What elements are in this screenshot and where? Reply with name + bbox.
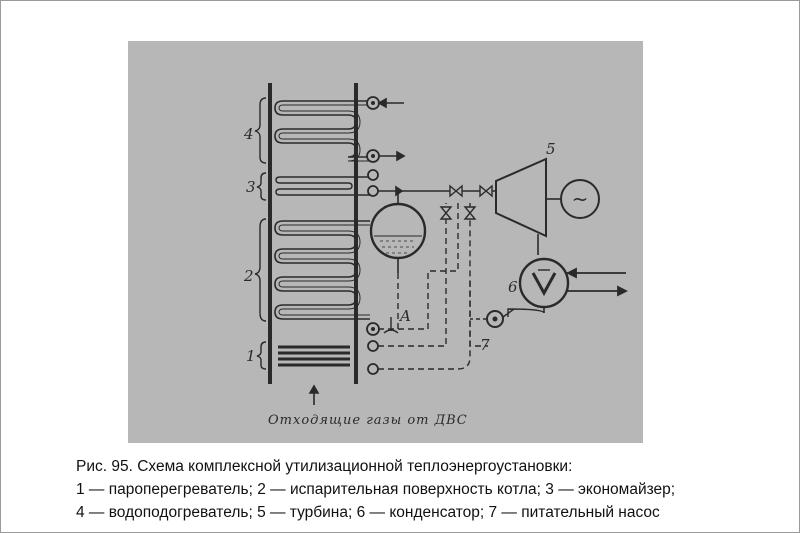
- caption-legend-line-2: 4 — водоподогреватель; 5 — турбина; 6 — …: [76, 504, 660, 521]
- return-circuit-lines: [378, 203, 488, 370]
- side-valves: [439, 206, 477, 220]
- steam-drum: [369, 191, 427, 273]
- section-braces: [254, 97, 267, 370]
- label-section-3: 3: [246, 178, 256, 196]
- label-turbine: 5: [546, 140, 556, 158]
- condenser: [518, 257, 570, 313]
- diagram-canvas: 4 3 2 1 5 6 7 A ~ Отходящие газы от ДВС: [128, 41, 643, 443]
- label-section-4: 4: [243, 125, 254, 143]
- evaporator-coil: [274, 220, 370, 320]
- cooling-water-lines: [565, 267, 629, 297]
- figure-caption: Рис. 95. Схема комплексной утилизационно…: [76, 455, 796, 524]
- valve-a: [383, 317, 399, 334]
- heat-recovery-diagram: 4 3 2 1 5 6 7 A ~ Отходящие газы от ДВС: [128, 41, 643, 443]
- condensate-line: [507, 308, 545, 317]
- caption-legend-line-1: 1 — пароперегреватель; 2 — испарительная…: [76, 481, 676, 498]
- turbine: [495, 157, 560, 255]
- label-condenser: 6: [508, 278, 518, 296]
- generator: [560, 179, 600, 219]
- exhaust-gas-arrow: [308, 384, 320, 405]
- water-heater-coil: [274, 100, 370, 158]
- diagram-footer: Отходящие газы от ДВС: [268, 413, 468, 428]
- generator-symbol: ~: [572, 187, 589, 211]
- label-section-1: 1: [246, 347, 256, 365]
- water-heater-arrows: [377, 97, 406, 162]
- main-valves: [449, 184, 493, 198]
- label-valve-a: A: [398, 307, 411, 325]
- feed-pump: [470, 308, 515, 328]
- label-pump: 7: [480, 336, 490, 354]
- label-section-2: 2: [243, 267, 254, 285]
- superheater-tubes: [278, 345, 350, 367]
- evaporator-coil-inner: [278, 224, 370, 316]
- water-heater-coil-inner: [278, 104, 370, 162]
- economiser-coil: [275, 176, 370, 196]
- caption-title: Рис. 95. Схема комплексной утилизационно…: [76, 458, 573, 475]
